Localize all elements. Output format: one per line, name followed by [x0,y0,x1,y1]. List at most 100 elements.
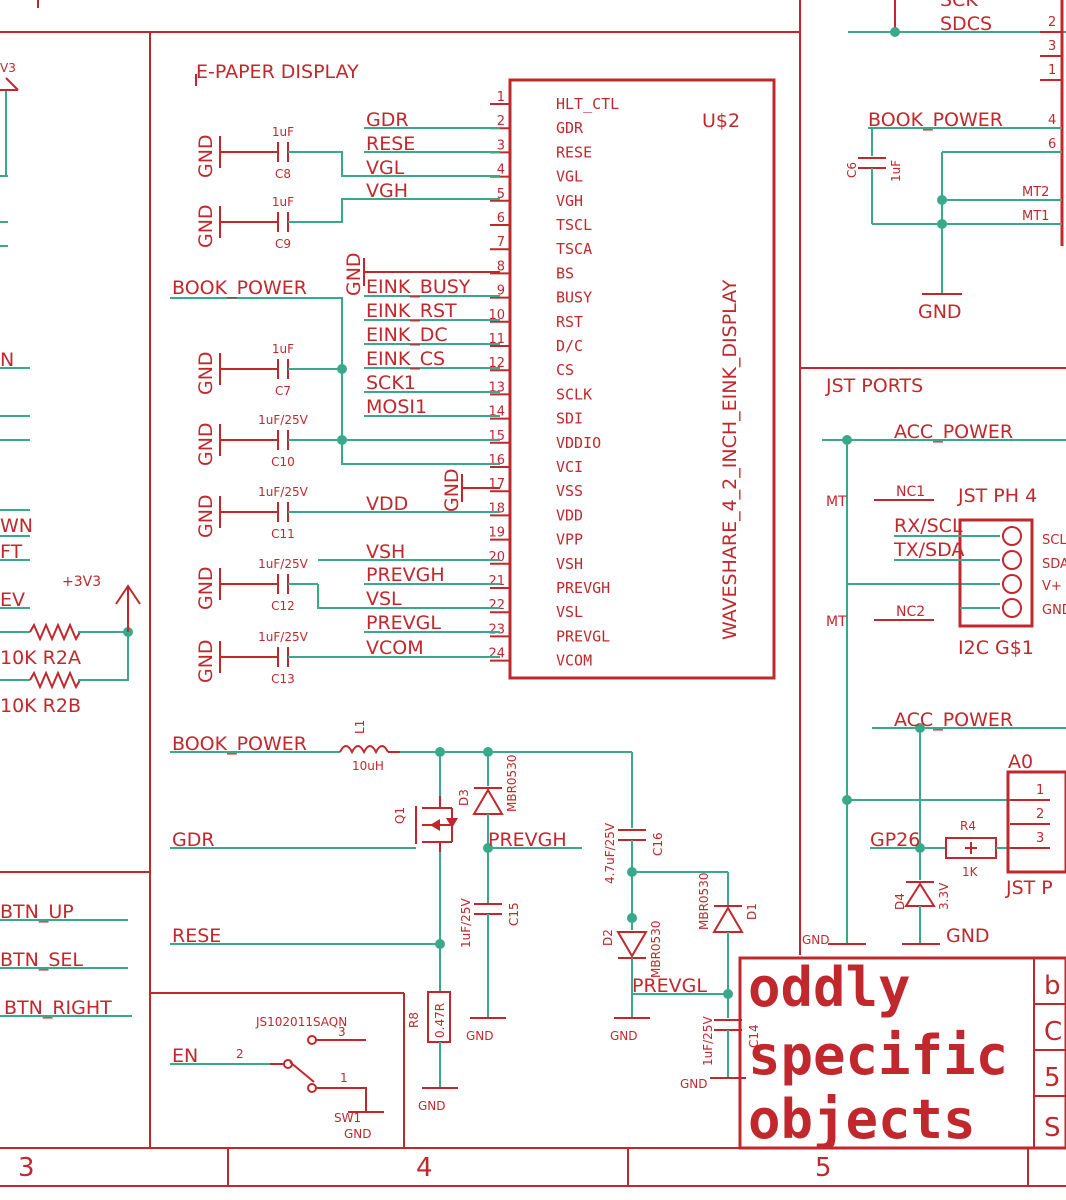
logo-line-2: specific [748,1024,1008,1087]
sw-pin-2: 2 [236,1047,244,1061]
gnd-d4: GND [946,925,990,947]
display-pin-name: VSS [556,482,583,500]
gnd-sw: GND [344,1127,372,1141]
d1-value: MBR0530 [697,873,711,930]
cap-value: 1uF/25V [258,557,308,571]
boost-circuit: BOOK_POWER 10uH L1 Q1 GDR RESE [170,720,761,1113]
net-book-power: BOOK_POWER [172,277,307,299]
conn-mt2: MT2 [1022,185,1049,200]
display-pin-number: 15 [488,429,505,444]
capacitor-c15: 1uF/25V C15 GND [459,898,521,1043]
c16-ref: C16 [651,832,665,856]
display-pin-number: 14 [488,405,505,420]
logo-line-1: oddly [748,956,911,1019]
net-rx-scl: RX/SCL [894,515,963,537]
cap-ref: C9 [275,237,291,251]
a0-pin-2: 2 [1036,807,1044,822]
conn-pin-4: 4 [1048,113,1056,128]
sw-pin-1: 1 [340,1071,348,1085]
net-book-power-3: BOOK_POWER [868,109,1003,131]
net-vgh: VGH [366,180,408,202]
display-pin-number: 1 [497,90,505,105]
left-edge-fragments: N WN FT EV V3 +3V3 10K R2A 10K R2B BTN_U… [0,61,141,1019]
gnd-top-right: GND [918,301,962,323]
inductor-l1 [339,745,389,755]
display-pin-name: CS [556,361,574,379]
a0-label: A0 [1008,751,1033,773]
cap-ref: C13 [271,672,295,686]
diode-d1: MBR0530 D1 [697,872,759,1018]
jst-sub: I2C G$1 [958,637,1034,659]
resistor-r2b [29,670,81,690]
net-ft: FT [0,541,23,563]
display-pin-name: PREVGL [556,627,610,645]
display-pin-number: 2 [497,114,505,129]
c15-ref: C15 [507,902,521,926]
jst-ports: ACC_POWER MT MT NC1 NC2 RX/SCL TX/SDA JS… [802,421,1066,947]
display-pin-name: D/C [556,337,583,355]
gnd-r8: GND [418,1099,446,1113]
net-vgl: VGL [366,157,405,179]
r2a-label: 10K R2A [0,647,81,669]
frame-column-3: 3 [18,1153,35,1183]
diode-d2: MBR0530 D2 GND [601,921,663,1043]
c6-value: 1uF [889,160,903,182]
cap-ref: C7 [275,384,291,398]
logo-line-3: objects [748,1088,976,1151]
c16-value: 4.7uF/25V [603,822,617,884]
cap-value: 1uF/25V [258,485,308,499]
jst-pin-sda: SDA [1042,557,1066,572]
title-cell-1: b [1044,971,1061,1001]
jst-ref: JST PH 4 [957,485,1037,507]
c15-value: 1uF/25V [459,898,473,948]
gnd-label: GND [195,639,217,683]
gnd-label: GND [195,204,217,248]
net-acc-power-2: ACC_POWER [894,709,1013,731]
net-prevgl-2: PREVGL [632,975,707,997]
c14-value: 1uF/25V [701,1016,715,1066]
d2-value: MBR0530 [649,921,663,978]
r2b-label: 10K R2B [0,695,81,717]
mosfet-q1: Q1 [393,796,458,852]
net-3v3: +3V3 [62,574,101,590]
net-btn-sel: BTN_SEL [0,949,83,971]
net-wn: WN [0,515,33,537]
display-pin-name: VCOM [556,652,592,670]
a0-pin-3: 3 [1036,831,1044,846]
net-n: N [0,349,14,371]
net-btn-right: BTN_RIGHT [4,997,112,1019]
inductor-value: 10uH [352,759,384,773]
display-pin-name: VSL [556,603,583,621]
title-cell-4: S [1044,1113,1061,1143]
jst-section-title: JST PORTS [825,375,923,397]
conn-pin-1: 1 [1048,63,1056,78]
cap-ref: C10 [271,455,295,469]
cap-value: 1uF [272,195,294,209]
display-pin-name: VPP [556,531,583,549]
d3-ref: D3 [457,789,471,806]
display-pin-name: VGL [556,168,583,186]
display-net-wires [170,127,500,658]
display-pin-name: GDR [556,119,584,137]
sw-part: JS102011SAQN [255,1015,347,1029]
r4-ref: R4 [960,819,976,833]
display-pin-number: 20 [488,550,505,565]
net-vsl: VSL [366,588,402,610]
display-pin-number: 21 [488,574,505,589]
r8-value: 0.47R [433,1003,447,1038]
net-prevgh: PREVGH [366,564,445,586]
display-pin-number: 17 [488,477,505,492]
display-pin-name: TSCA [556,240,592,258]
conn-pin-2: 2 [1048,15,1056,30]
display-pin-number: 7 [497,235,505,250]
cap-value: 1uF [272,125,294,139]
net-vcom: VCOM [366,637,424,659]
jst-pin-gnd: GND [1042,603,1066,618]
sw-ref: SW1 [334,1111,361,1125]
display-pin-number: 23 [488,622,505,637]
net-eink-cs: EINK_CS [366,348,445,370]
r8-ref: R8 [407,1012,421,1028]
net-eink-busy: EINK_BUSY [366,276,471,298]
jst-pin-v: V+ [1042,579,1062,594]
